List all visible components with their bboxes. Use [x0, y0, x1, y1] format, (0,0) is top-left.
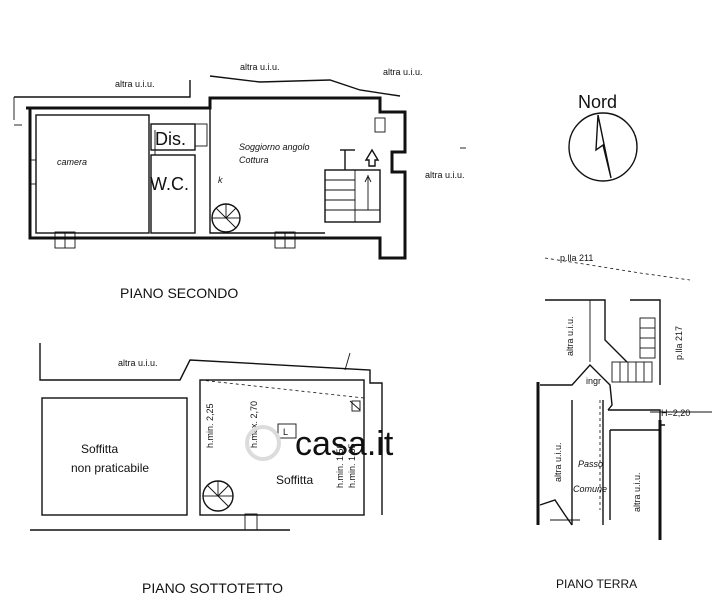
label-hmin-225: h.min. 2,25: [205, 403, 215, 448]
title-piano-sottotetto: PIANO SOTTOTETTO: [142, 580, 283, 596]
plla-211-boundary: [544, 257, 691, 281]
label-height: H=2,20: [661, 408, 690, 418]
stair-terra: [611, 317, 656, 383]
label-hmin-150: h.min. 1,50: [335, 443, 345, 488]
sottotetto-outline: [39, 343, 383, 515]
label-hmax-270: h.max. 2,70: [249, 401, 259, 448]
label-soffitta-np-1: Soffitta: [81, 442, 118, 456]
label-altra-right: altra u.i.u.: [632, 472, 642, 512]
piano-terra: p.lla 211 p.lla 217 altra u.i.u. altra u…: [536, 253, 712, 591]
piano-sottotetto: L altra u.i.u. Soffitta non praticabile …: [30, 343, 383, 596]
room-label-soggiorno: Soggiorno angolo: [239, 142, 310, 152]
label-soffitta-np-2: non praticabile: [71, 461, 149, 475]
label-hmin-135: h.min. 1,35: [347, 443, 357, 488]
skylight-icon: [277, 423, 297, 439]
compass-axis: [597, 114, 612, 179]
title-piano-secondo: PIANO SECONDO: [120, 285, 238, 301]
window-camera: [30, 159, 37, 185]
neighbor-top-right: altra u.i.u.: [383, 67, 423, 77]
neighbor-right: altra u.i.u.: [425, 170, 465, 180]
room-camera: [35, 114, 150, 234]
room-label-k: k: [218, 175, 223, 185]
wall-soggiorno: [209, 108, 325, 234]
neighbor-top-middle: altra u.i.u.: [240, 62, 280, 72]
boundary-left-top: [545, 299, 628, 363]
up-arrow-icon: [364, 148, 380, 167]
window-marks-bottom: [54, 231, 296, 249]
label-soffitta: Soffitta: [276, 473, 313, 487]
room-label-cottura: Cottura: [239, 155, 269, 165]
boundary-top-middle: [209, 75, 401, 97]
stair-spiral: [211, 203, 241, 233]
piano-secondo: altra u.i.u. altra u.i.u. altra u.i.u. a…: [13, 62, 466, 301]
watermark: casa.it: [245, 425, 394, 463]
north-indicator: Nord: [568, 92, 638, 182]
boundary-top-left: [14, 80, 191, 98]
room-soffitta: [199, 379, 365, 516]
label-ingr: ingr: [586, 376, 601, 386]
room-label-camera: camera: [57, 157, 87, 167]
watermark-text: casa.it: [295, 425, 394, 463]
room-label-wc: W.C.: [150, 174, 189, 194]
door-dis: [194, 123, 208, 147]
neighbor-top-left: altra u.i.u.: [115, 79, 155, 89]
neighbor-sottotetto: altra u.i.u.: [118, 358, 158, 368]
wall-right: [608, 409, 665, 426]
stair-spiral-sottotetto: [202, 480, 234, 512]
pillar-2: [351, 400, 361, 412]
stair-straight: [324, 169, 381, 223]
skylight-label: L: [283, 427, 288, 437]
label-altra-left: altra u.i.u.: [553, 442, 563, 482]
outer-walls: [26, 96, 407, 260]
room-soffitta-non-praticabile: [41, 397, 188, 516]
title-piano-terra: PIANO TERRA: [556, 577, 637, 591]
label-plla-217: p.lla 217: [674, 326, 684, 360]
bottom-detail: [539, 499, 573, 526]
label-plla-211: p.lla 211: [560, 253, 593, 263]
boundary-right-top: [630, 299, 661, 385]
tick-3: [344, 352, 351, 371]
compass-circle: [568, 112, 638, 182]
window-mark: [244, 513, 258, 531]
entrance-walls: [540, 363, 613, 411]
label-comune: Comune: [573, 484, 607, 494]
label-altra-top: altra u.i.u.: [565, 316, 575, 356]
room-wc: [150, 154, 196, 234]
label-passo: Passo: [578, 459, 603, 469]
pillar: [374, 117, 386, 133]
room-label-dis: Dis.: [155, 129, 186, 149]
north-label: Nord: [578, 92, 617, 112]
